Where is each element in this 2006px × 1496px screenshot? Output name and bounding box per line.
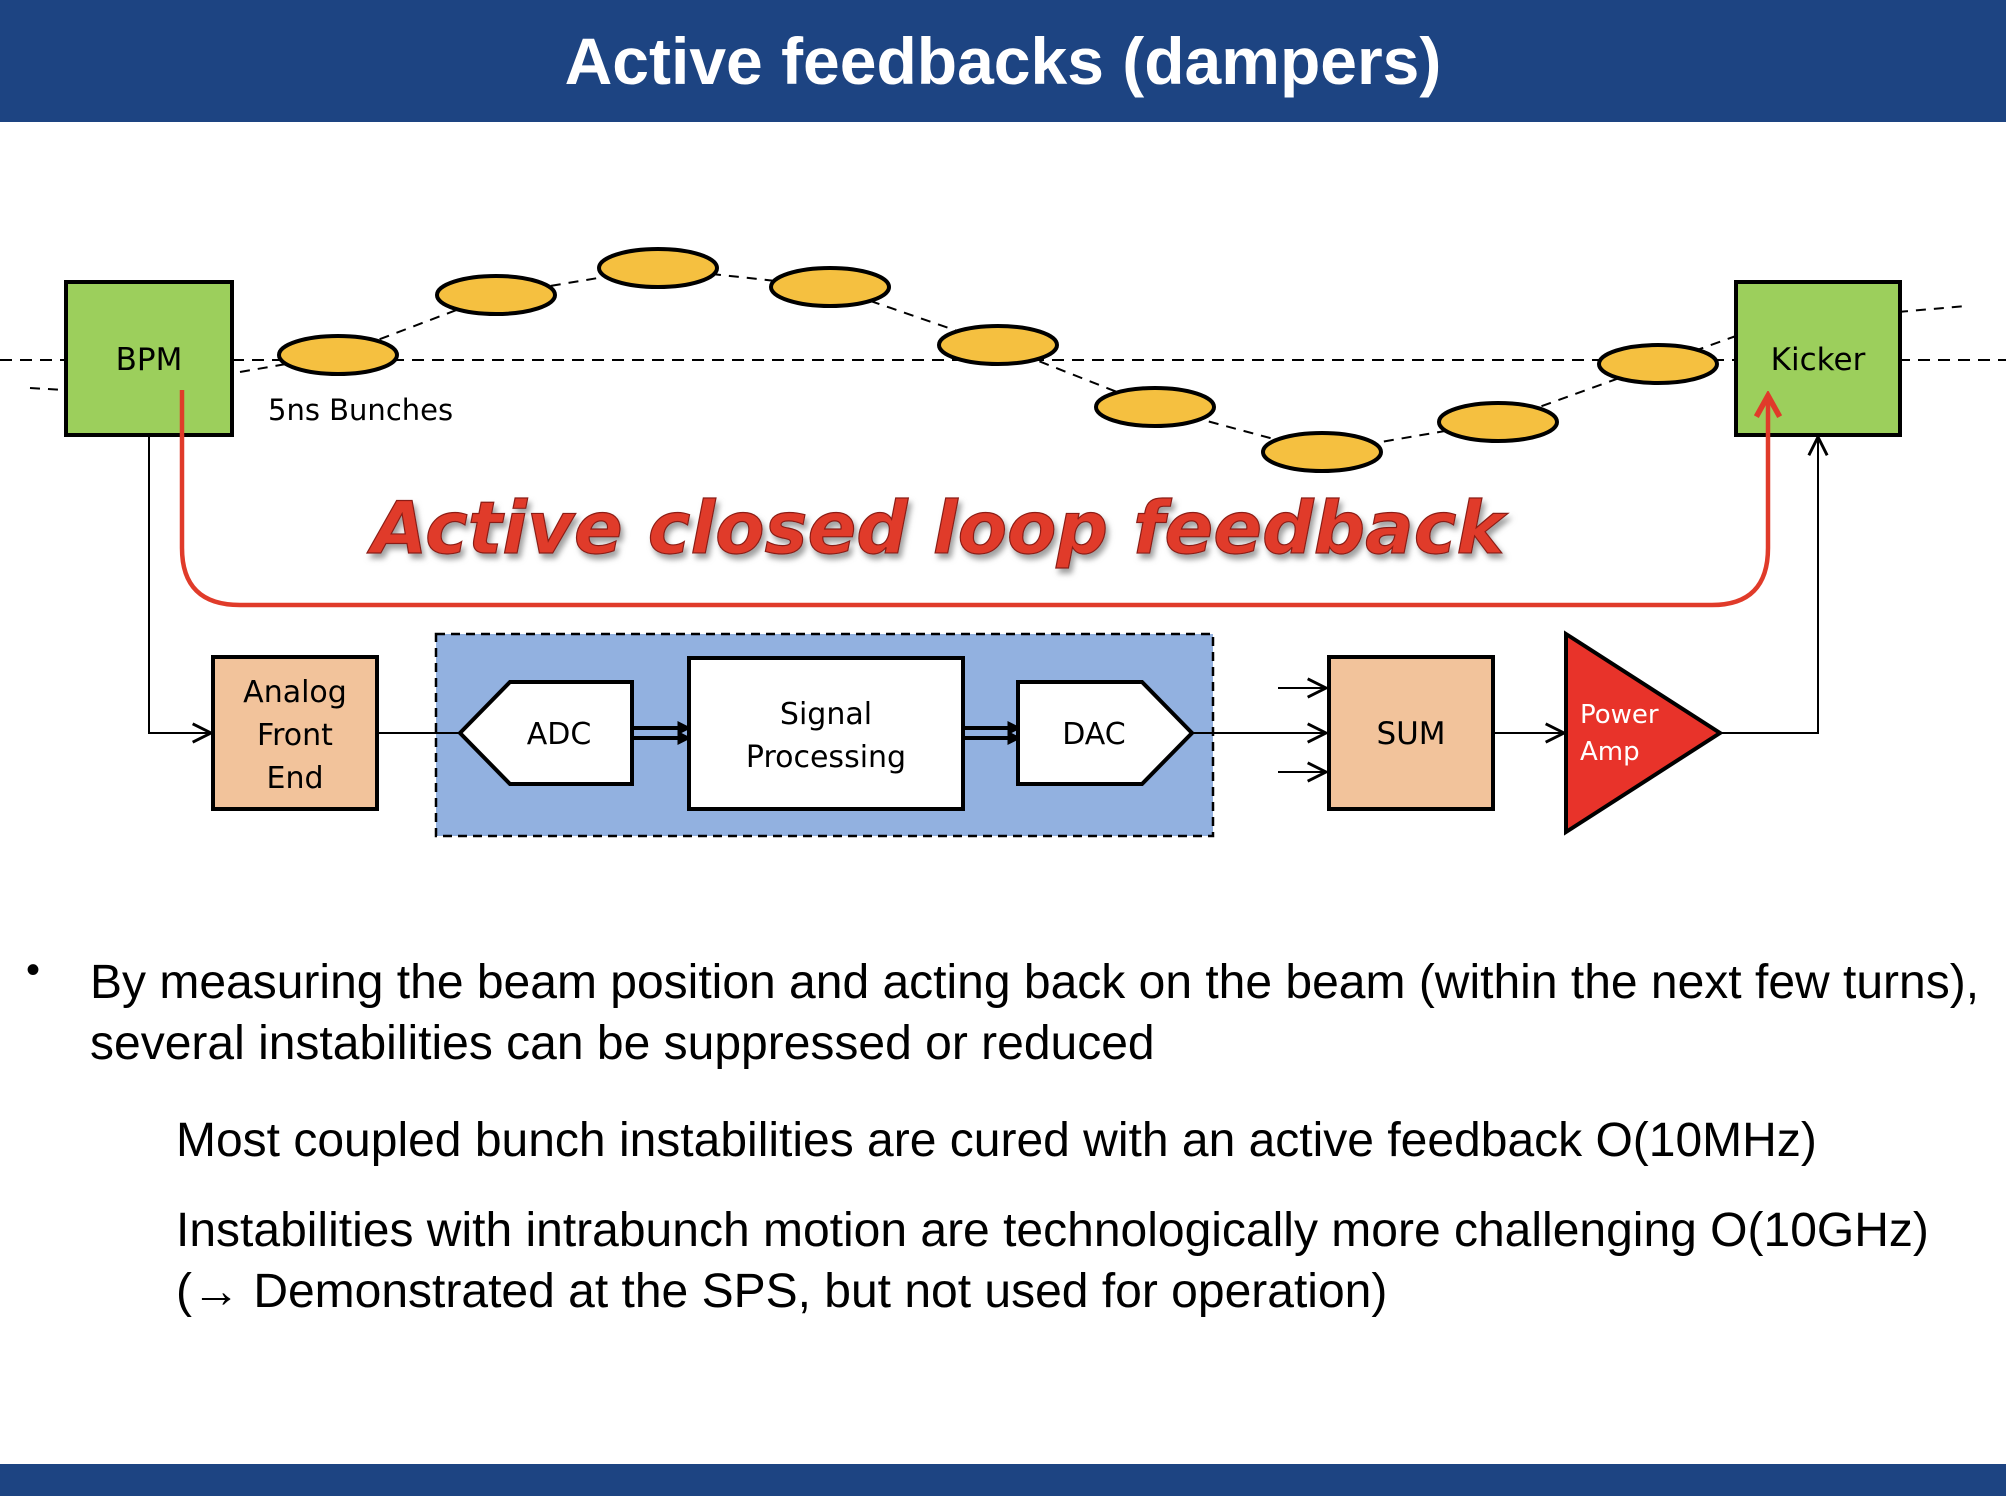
dac-box [1016,680,1195,786]
bunch [1094,386,1216,428]
bunch [277,334,399,376]
bunch [1261,431,1383,473]
power-amp-triangle [1564,630,1724,836]
footer-bar [0,1464,2006,1496]
power-amp-label-2: Amp [1580,737,1640,767]
closed-loop-label: Active closed loop feedback [367,486,1509,570]
bunch [1597,343,1719,385]
sub-bullet-coupled-bunch: Most coupled bunch instabilities are cur… [176,1114,1817,1167]
bunch [597,247,719,289]
sub-bullet-intrabunch: Instabilities with intrabunch motion are… [176,1204,1929,1318]
sum-box [1327,655,1495,811]
amp-to-kicker-line [1720,437,1818,734]
analog-front-end-label-3: End [266,761,323,796]
adc-label: ADC [527,717,592,752]
dac-label: DAC [1062,717,1126,752]
analog-front-end-label-2: Front [257,718,333,753]
power-amp-label-1: Power [1580,700,1659,730]
adc-box [457,680,634,786]
beam-trajectory-right [1897,305,1967,313]
signal-processing-label-2: Processing [746,740,906,775]
slide-title: Active feedbacks (dampers) [564,24,1442,98]
title-bar [0,0,2006,122]
bpm-to-frontend-line [148,435,211,733]
signal-processing-box [687,656,965,811]
feedback-diagram: BPM Kicker 5ns Bunches Active closed loo… [0,247,2006,838]
beam-trajectory [29,387,65,391]
sum-label: SUM [1376,716,1445,752]
bunch [769,266,891,308]
bunch [937,324,1059,366]
bullet-main-text: By measuring the beam position and actin… [90,956,1980,1070]
bunch [1437,401,1559,443]
bunch [435,274,557,316]
analog-front-end-label-1: Analog [243,675,347,710]
kicker-label: Kicker [1771,342,1866,378]
bunches-label: 5ns Bunches [268,393,453,427]
bpm-label: BPM [116,342,183,378]
closed-loop-path [179,390,1768,608]
bpm-box [64,280,234,437]
bullet-marker: • [26,948,41,992]
signal-processing-label-1: Signal [780,697,872,732]
